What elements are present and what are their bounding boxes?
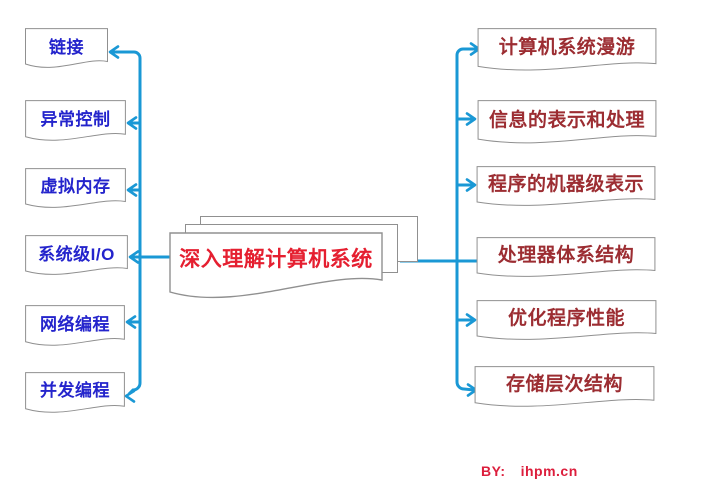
center-title: 深入理解计算机系统 (179, 247, 373, 271)
arrowhead-left-icon (126, 116, 138, 130)
node-label: 信息的表示和处理 (488, 110, 645, 131)
node-linking: 链接 (25, 28, 108, 74)
document-shape-icon (477, 28, 657, 77)
node-label: 计算机系统漫游 (498, 37, 636, 58)
node-machine-level-representation: 程序的机器级表示 (476, 166, 656, 212)
node-system-io: 系统级I/O (25, 235, 128, 281)
node-network-programming: 网络编程 (25, 305, 125, 352)
credit-prefix: BY: (481, 463, 506, 479)
document-shape-icon (169, 232, 383, 311)
node-processor-architecture: 处理器体系结构 (476, 237, 656, 283)
node-label: 系统级I/O (38, 244, 115, 264)
node-representing-information: 信息的表示和处理 (477, 100, 657, 150)
document-shape-icon (25, 235, 128, 281)
node-virtual-memory: 虚拟内存 (25, 168, 126, 214)
node-memory-hierarchy: 存储层次结构 (474, 366, 655, 413)
credit-line: BY: ihpm.cn (481, 463, 578, 479)
node-label: 优化程序性能 (507, 308, 625, 329)
arrowhead-left-icon (108, 45, 120, 59)
right-trunk-line (455, 47, 477, 392)
node-label: 异常控制 (40, 109, 111, 129)
node-concurrent-programming: 并发编程 (25, 372, 125, 419)
node-exception-control: 异常控制 (25, 100, 126, 147)
arrowhead-right-icon (465, 313, 477, 327)
document-shape-icon (476, 237, 656, 283)
node-label: 并发编程 (40, 381, 110, 400)
arrowhead-left-icon (124, 389, 136, 403)
node-label: 网络编程 (40, 315, 110, 334)
arrowhead-left-icon (126, 183, 138, 197)
document-shape-icon (25, 100, 126, 147)
left-trunk-line (112, 50, 142, 396)
node-label: 虚拟内存 (40, 177, 111, 196)
arrowhead-right-icon (465, 112, 477, 126)
node-optimizing-performance: 优化程序性能 (476, 300, 657, 346)
arrowhead-right-icon (465, 178, 477, 192)
document-shape-icon (25, 372, 125, 419)
document-shape-icon (25, 305, 125, 352)
center-node: 深入理解计算机系统 (169, 232, 383, 311)
node-label: 程序的机器级表示 (487, 174, 644, 195)
document-shape-icon (25, 168, 126, 214)
node-label: 处理器体系结构 (497, 245, 635, 266)
credit-site: ihpm.cn (520, 463, 578, 479)
document-shape-icon (476, 166, 656, 212)
document-shape-icon (477, 100, 657, 150)
node-label: 链接 (49, 37, 84, 57)
document-shape-icon (474, 366, 655, 413)
arrowhead-left-icon (125, 315, 137, 329)
document-shape-icon (25, 28, 108, 74)
arrowhead-left-icon (128, 250, 140, 264)
document-shape-icon (476, 300, 657, 346)
node-label: 存储层次结构 (505, 374, 623, 395)
node-tour-of-computer-systems: 计算机系统漫游 (477, 28, 657, 77)
